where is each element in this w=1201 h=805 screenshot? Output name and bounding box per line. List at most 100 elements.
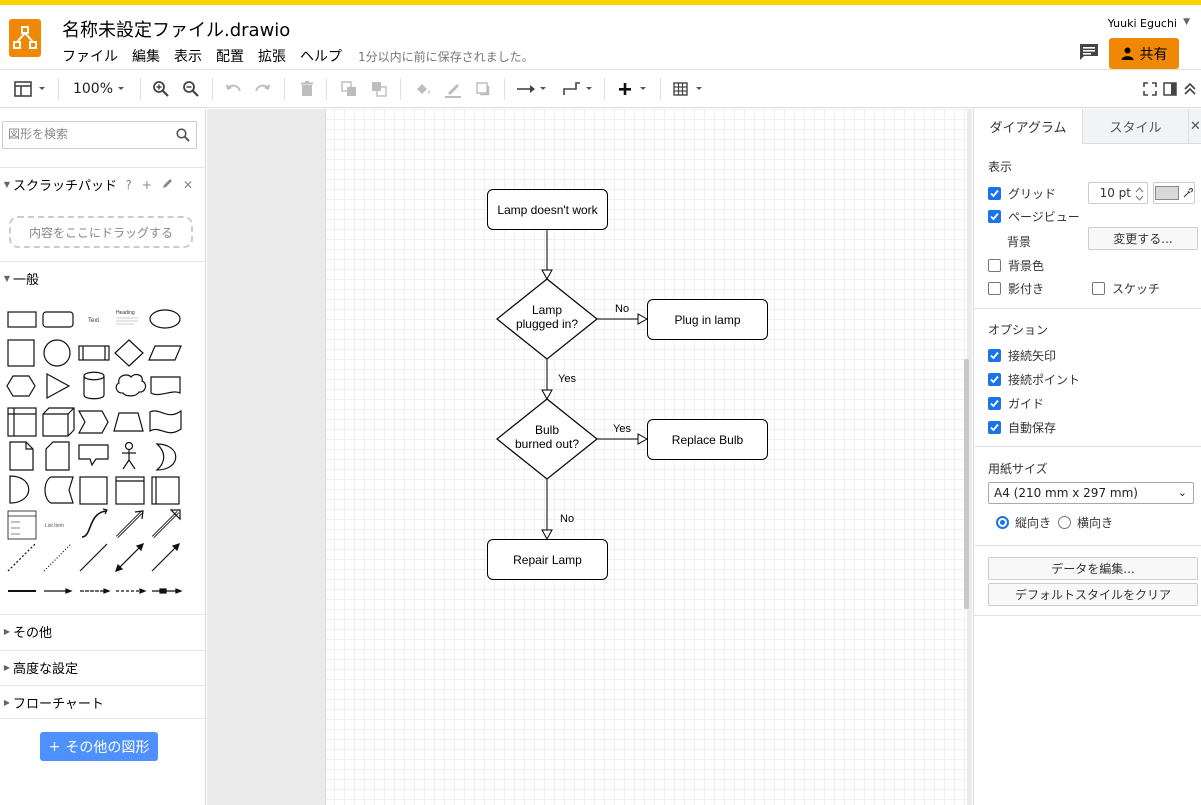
decision-bulb-burned[interactable]: [496, 398, 598, 480]
shadow-icon[interactable]: [472, 78, 494, 100]
grid-size-stepper[interactable]: 10 pt: [1088, 182, 1148, 204]
tab-diagram[interactable]: ダイアグラム: [974, 109, 1082, 144]
stepper-arrows-icon[interactable]: [1135, 187, 1144, 201]
close-icon[interactable]: ✕: [182, 178, 193, 192]
autosave-row[interactable]: 自動保存: [988, 419, 1056, 436]
menu-view[interactable]: 表示: [174, 49, 202, 65]
advanced-section-header[interactable]: ▶ 高度な設定: [0, 650, 205, 684]
to-front-icon[interactable]: [338, 78, 360, 100]
format-panel-toggle-icon[interactable]: [12, 78, 48, 100]
flowchart-section-header[interactable]: ▶ フローチャート: [0, 685, 205, 719]
landscape-row[interactable]: 横向き: [1058, 514, 1113, 531]
user-caret-icon[interactable]: ▼: [1183, 17, 1190, 27]
close-panel-icon[interactable]: ✕: [1188, 109, 1201, 144]
general-shapes-palette[interactable]: Text Heading List Item: [2, 297, 202, 607]
line-color-icon[interactable]: [442, 78, 464, 100]
sketch-checkbox[interactable]: [1092, 282, 1105, 295]
decision-plugged-in[interactable]: [496, 278, 598, 360]
scratchpad-title: スクラッチパッド: [13, 179, 118, 194]
portrait-row[interactable]: 縦向き: [996, 514, 1051, 531]
help-icon[interactable]: ?: [125, 178, 132, 192]
connection-arrow-icon[interactable]: [514, 78, 550, 100]
edge-label-no[interactable]: No: [615, 303, 630, 315]
zoom-out-icon[interactable]: [180, 78, 202, 100]
format-panel-icon[interactable]: [1160, 78, 1180, 100]
shape-search-input[interactable]: [8, 127, 173, 141]
grid-checkbox-row[interactable]: グリッド: [988, 185, 1056, 202]
guides-checkbox[interactable]: [988, 397, 1001, 410]
document-title[interactable]: 名称未設定ファイル.drawio: [62, 20, 291, 41]
node-replace-bulb[interactable]: Replace Bulb: [647, 419, 768, 460]
to-back-icon[interactable]: [368, 78, 390, 100]
connection-points-checkbox[interactable]: [988, 373, 1001, 386]
guides-label: ガイド: [1008, 397, 1045, 411]
toolbar: 100%: [0, 69, 1201, 108]
redo-icon[interactable]: [252, 78, 274, 100]
diagram-canvas[interactable]: Lamp doesn't work Lamp plugged in? Plug …: [207, 109, 972, 805]
collapse-icon[interactable]: [1180, 78, 1200, 100]
general-title: 一般: [13, 273, 40, 288]
fullscreen-icon[interactable]: [1140, 78, 1160, 100]
page-view-checkbox[interactable]: [988, 210, 1001, 223]
scratchpad-drop-zone[interactable]: 内容をここにドラッグする: [9, 216, 193, 248]
clear-default-style-button[interactable]: デフォルトスタイルをクリア: [988, 583, 1198, 606]
edge-label-yes[interactable]: Yes: [558, 373, 576, 385]
table-icon[interactable]: [670, 78, 706, 100]
divider: [974, 615, 1201, 616]
landscape-radio[interactable]: [1058, 516, 1071, 529]
insert-plus-icon[interactable]: [614, 78, 650, 100]
shadow-checkbox[interactable]: [988, 282, 1001, 295]
share-button[interactable]: 共有: [1109, 38, 1179, 69]
vertical-scrollbar[interactable]: [964, 359, 969, 609]
chevron-down-icon: ⌄: [1177, 486, 1187, 499]
background-color-checkbox[interactable]: [988, 259, 1001, 272]
autosave-checkbox[interactable]: [988, 421, 1001, 434]
edge-label-no[interactable]: No: [560, 513, 575, 525]
diagram-page[interactable]: Lamp doesn't work Lamp plugged in? Plug …: [325, 109, 967, 805]
edge-label-yes[interactable]: Yes: [613, 423, 631, 435]
portrait-radio[interactable]: [996, 516, 1009, 529]
menu-arrange[interactable]: 配置: [216, 49, 244, 65]
drawio-logo[interactable]: [9, 19, 41, 57]
user-name[interactable]: Yuuki Eguchi: [1107, 17, 1177, 30]
node-repair-lamp[interactable]: Repair Lamp: [487, 539, 608, 580]
connection-points-row[interactable]: 接続ポイント: [988, 371, 1080, 388]
connection-arrows-checkbox[interactable]: [988, 349, 1001, 362]
menu-edit[interactable]: 編集: [132, 49, 160, 65]
expand-arrow-icon: ▼: [3, 274, 11, 283]
grid-checkbox[interactable]: [988, 187, 1001, 200]
other-section-header[interactable]: ▶ その他: [0, 614, 205, 648]
save-status[interactable]: 1分以内に前に保存されました。: [358, 49, 534, 64]
scratchpad-header[interactable]: ▼ スクラッチパッド ? + ✕: [0, 167, 205, 201]
menu-file[interactable]: ファイル: [62, 49, 118, 65]
edit-icon[interactable]: [162, 178, 173, 192]
page-view-checkbox-row[interactable]: ページビュー: [988, 208, 1080, 225]
sketch-row[interactable]: スケッチ: [1092, 280, 1160, 297]
guides-row[interactable]: ガイド: [988, 395, 1044, 412]
more-shapes-button[interactable]: + その他の図形: [40, 732, 158, 761]
menu-help[interactable]: ヘルプ: [300, 49, 342, 65]
node-lamp-doesnt-work[interactable]: Lamp doesn't work: [487, 189, 608, 230]
shadow-row[interactable]: 影付き: [988, 280, 1044, 297]
tab-style[interactable]: スタイル: [1082, 109, 1188, 144]
node-plug-in-lamp[interactable]: Plug in lamp: [647, 299, 768, 340]
background-color-row[interactable]: 背景色: [988, 257, 1044, 274]
app-header: 名称未設定ファイル.drawio ファイル 編集 表示 配置 拡張 ヘルプ 1分…: [0, 5, 1201, 69]
undo-icon[interactable]: [222, 78, 244, 100]
add-icon[interactable]: +: [141, 178, 152, 192]
comment-icon[interactable]: [1079, 43, 1099, 61]
change-background-button[interactable]: 変更する...: [1088, 227, 1198, 250]
edit-data-button[interactable]: データを編集...: [988, 557, 1198, 580]
fill-color-icon[interactable]: [412, 78, 434, 100]
paper-size-select[interactable]: A4 (210 mm x 297 mm) ⌄: [988, 482, 1194, 504]
general-section-header[interactable]: ▼ 一般: [0, 261, 205, 295]
delete-icon[interactable]: [296, 78, 318, 100]
grid-color-picker[interactable]: [1153, 182, 1195, 204]
collapsed-arrow-icon: ▶: [3, 663, 11, 672]
waypoints-icon[interactable]: [560, 78, 596, 100]
connection-arrows-row[interactable]: 接続矢印: [988, 347, 1056, 364]
menu-extras[interactable]: 拡張: [258, 49, 286, 65]
zoom-in-icon[interactable]: [150, 78, 172, 100]
search-icon[interactable]: [176, 128, 190, 145]
zoom-dropdown[interactable]: 100%: [70, 78, 130, 100]
